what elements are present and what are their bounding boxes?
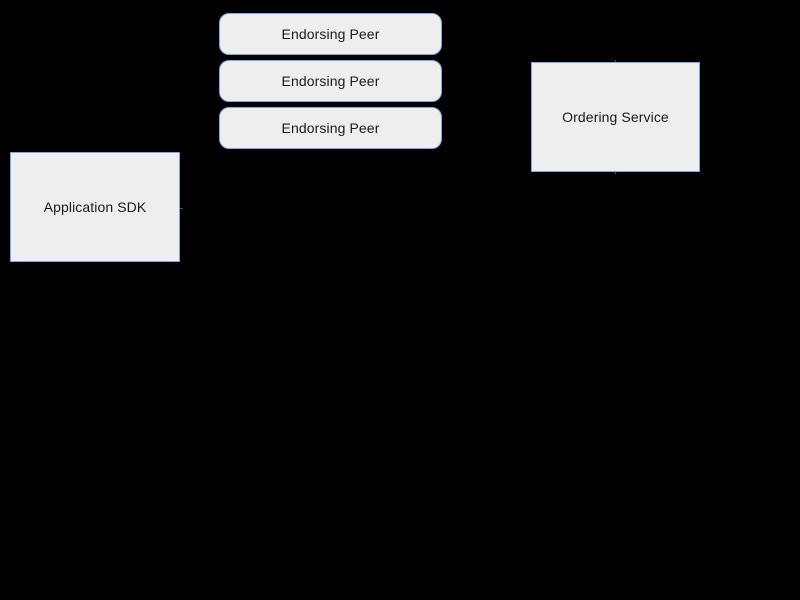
connector-anchor-icon-ordering-service-top (615, 60, 616, 62)
node-endorsing-peer-2[interactable]: Endorsing Peer (219, 60, 442, 102)
node-endorsing-peer-1[interactable]: Endorsing Peer (219, 13, 442, 55)
node-endorsing-peer-3[interactable]: Endorsing Peer (219, 107, 442, 149)
node-label: Endorsing Peer (281, 72, 380, 89)
connector-anchor-icon-application-sdk-right (180, 208, 183, 209)
node-application-sdk[interactable]: Application SDK (10, 152, 180, 262)
connector-anchor-icon-ordering-service-bottom (615, 172, 616, 174)
node-label: Endorsing Peer (281, 25, 380, 42)
node-ordering-service[interactable]: Ordering Service (531, 62, 700, 172)
node-label: Application SDK (43, 198, 147, 215)
node-label: Endorsing Peer (281, 119, 380, 136)
node-label: Ordering Service (562, 108, 669, 125)
